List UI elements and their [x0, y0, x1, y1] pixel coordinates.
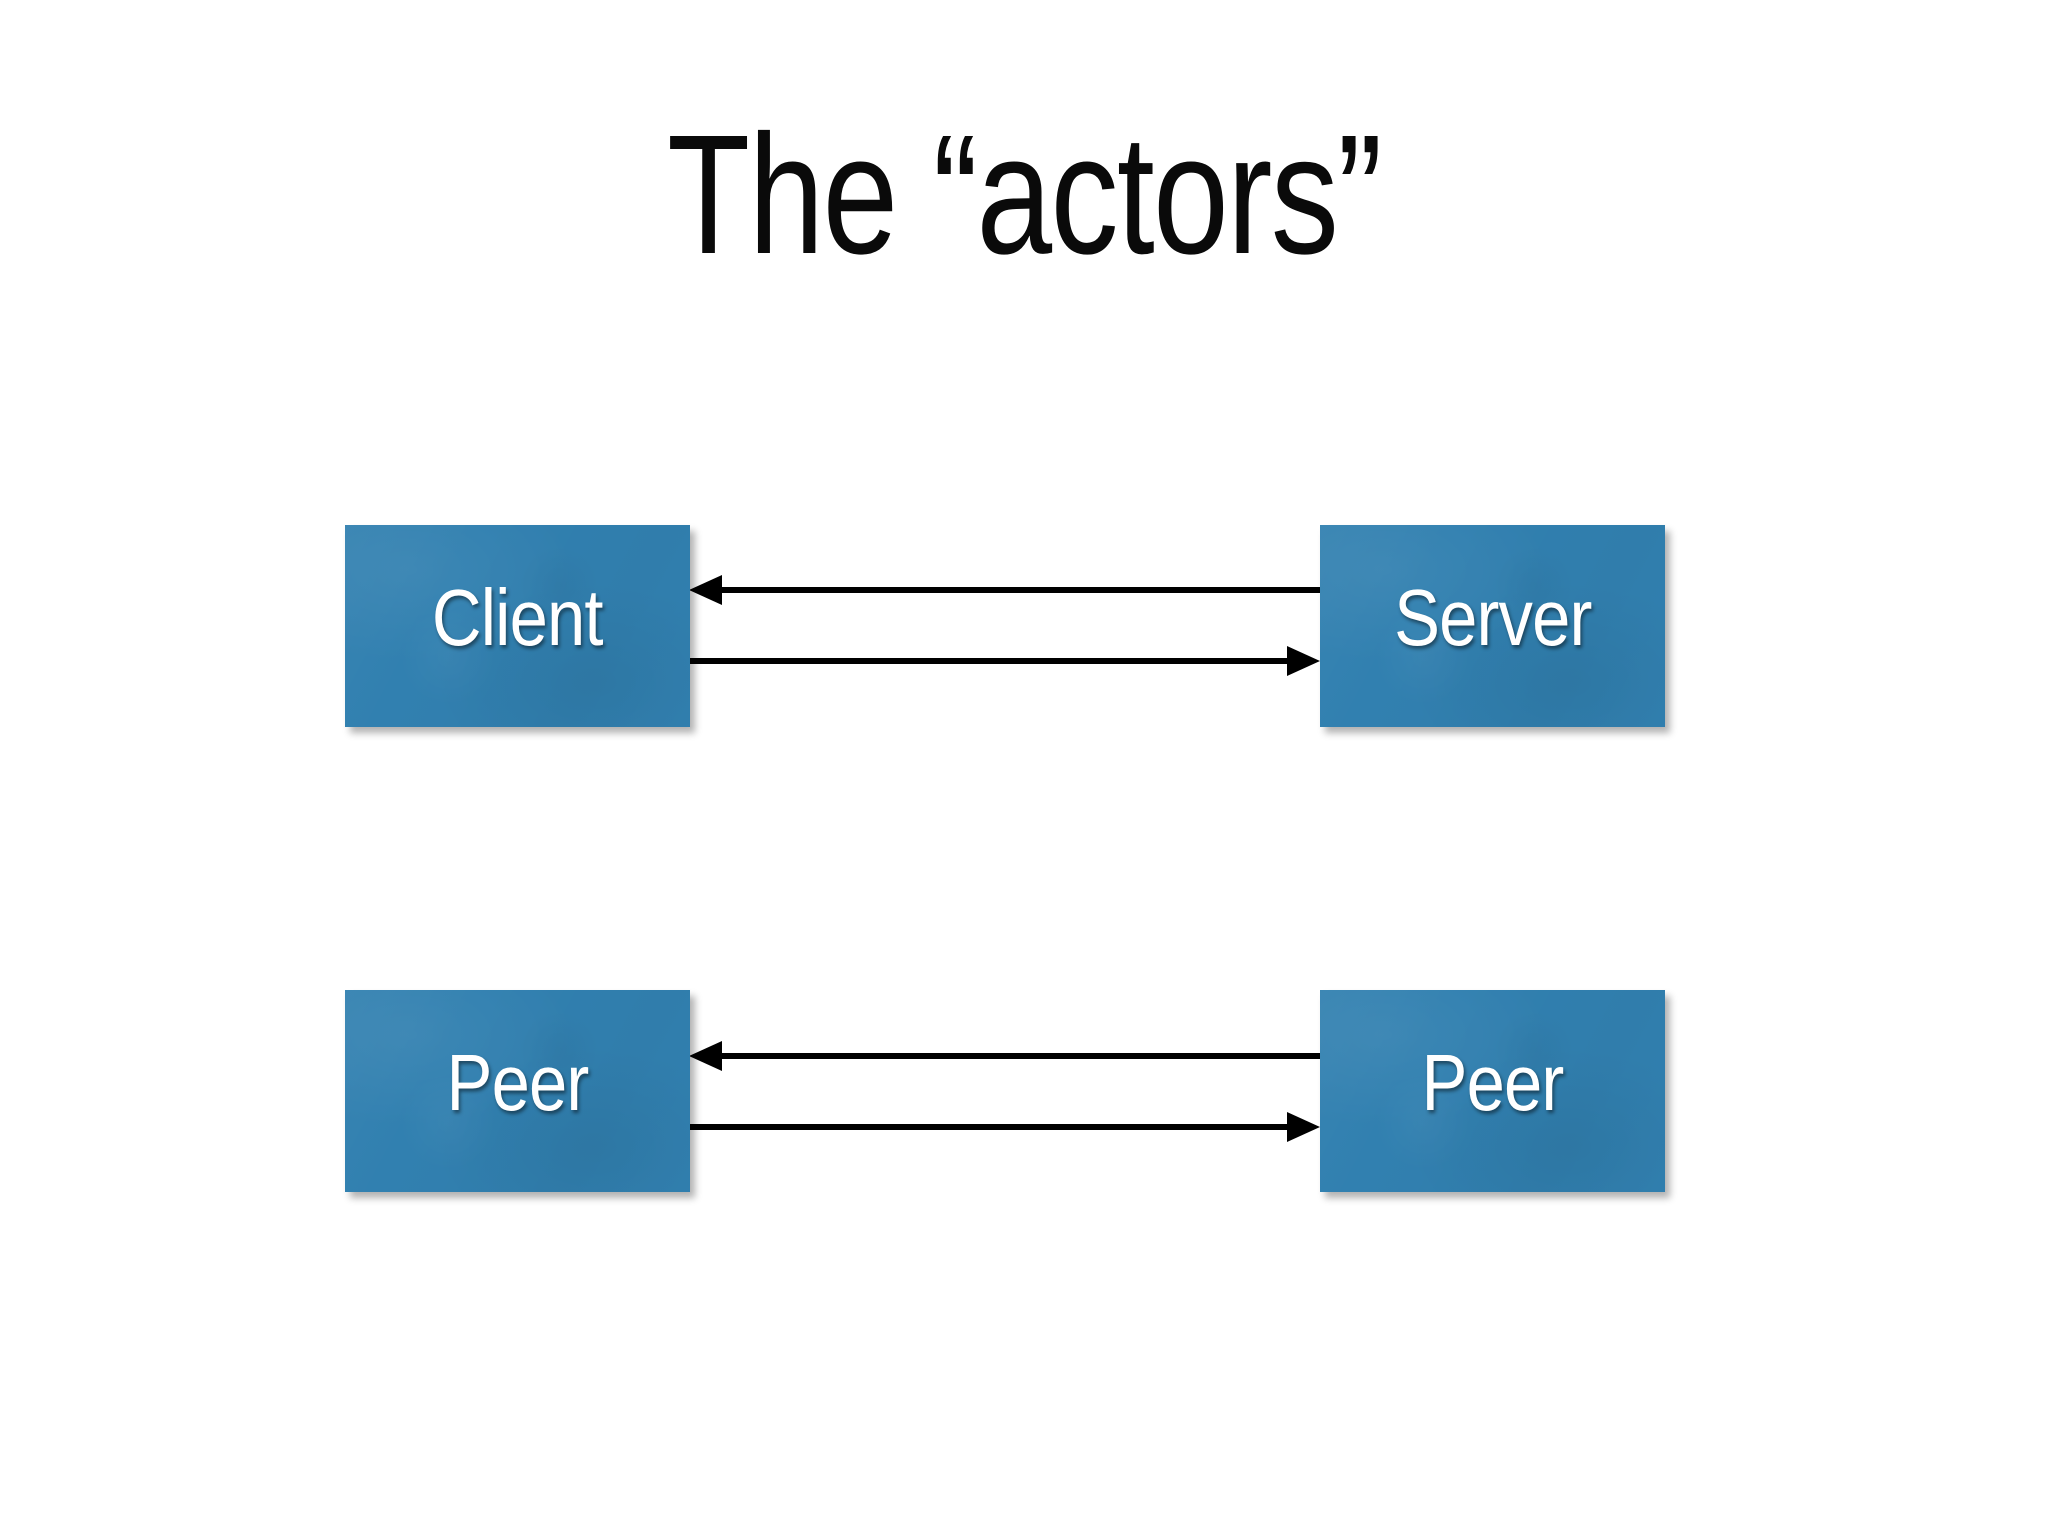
node-box-client[interactable]: Client — [345, 525, 690, 727]
arrowhead-right-icon-left-peer-to-right-peer — [1287, 1112, 1320, 1142]
connector-line-client-to-server — [690, 658, 1287, 664]
node-box-server[interactable]: Server — [1320, 525, 1665, 727]
arrowhead-left-icon-right-peer-to-left-peer — [689, 1041, 722, 1071]
node-box-peer-left[interactable]: Peer — [345, 990, 690, 1192]
connector-line-server-to-client — [722, 587, 1320, 593]
node-box-peer-right[interactable]: Peer — [1320, 990, 1665, 1192]
node-label-client: Client — [432, 573, 604, 662]
page-title: The “actors” — [667, 100, 1382, 290]
node-label-peer-left: Peer — [446, 1038, 590, 1127]
arrowhead-left-icon-server-to-client — [689, 575, 722, 605]
connector-line-right-peer-to-left-peer — [722, 1053, 1320, 1059]
node-label-server: Server — [1393, 573, 1592, 662]
node-label-peer-right: Peer — [1421, 1038, 1565, 1127]
connector-line-left-peer-to-right-peer — [690, 1124, 1287, 1130]
arrowhead-right-icon-client-to-server — [1287, 646, 1320, 676]
